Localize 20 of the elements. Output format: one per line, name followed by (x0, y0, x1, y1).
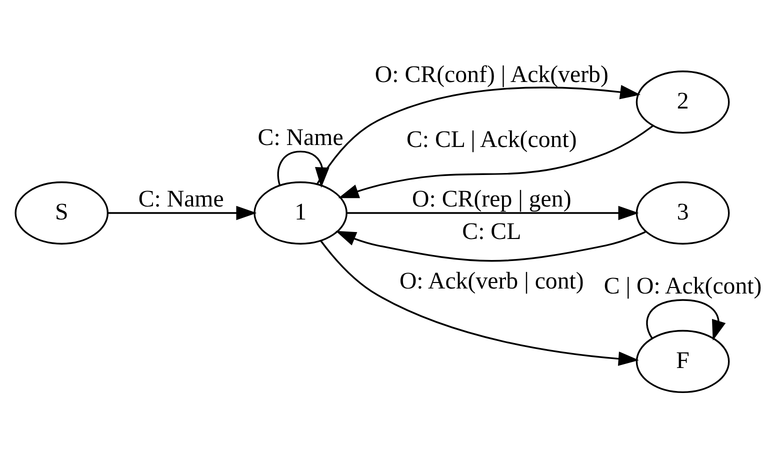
edge-label: C | O: Ack(cont) (604, 273, 762, 300)
node-ellipse: F (636, 329, 730, 393)
node-ellipse: 2 (636, 70, 730, 134)
arrow (338, 124, 654, 198)
edge-label: C: Name (138, 186, 224, 212)
arrow (336, 230, 646, 262)
arrow (108, 205, 257, 220)
arrow (646, 298, 726, 340)
arrow (316, 84, 641, 184)
arrow (347, 205, 639, 220)
edge-label: O: Ack(verb | cont) (399, 268, 584, 294)
edge-label: C: Name (258, 124, 344, 151)
edge-label: O: CR(rep | gen) (412, 186, 572, 212)
edge-label: O: CR(conf) | Ack(verb) (374, 61, 608, 88)
edge-label: C: CL | Ack(cont) (406, 126, 577, 152)
node-ellipse: 1 (254, 180, 348, 244)
edge-label: C: CL (462, 218, 522, 244)
arrow (320, 240, 639, 366)
node-ellipse: 3 (636, 180, 730, 244)
node-ellipse: S (14, 180, 109, 244)
